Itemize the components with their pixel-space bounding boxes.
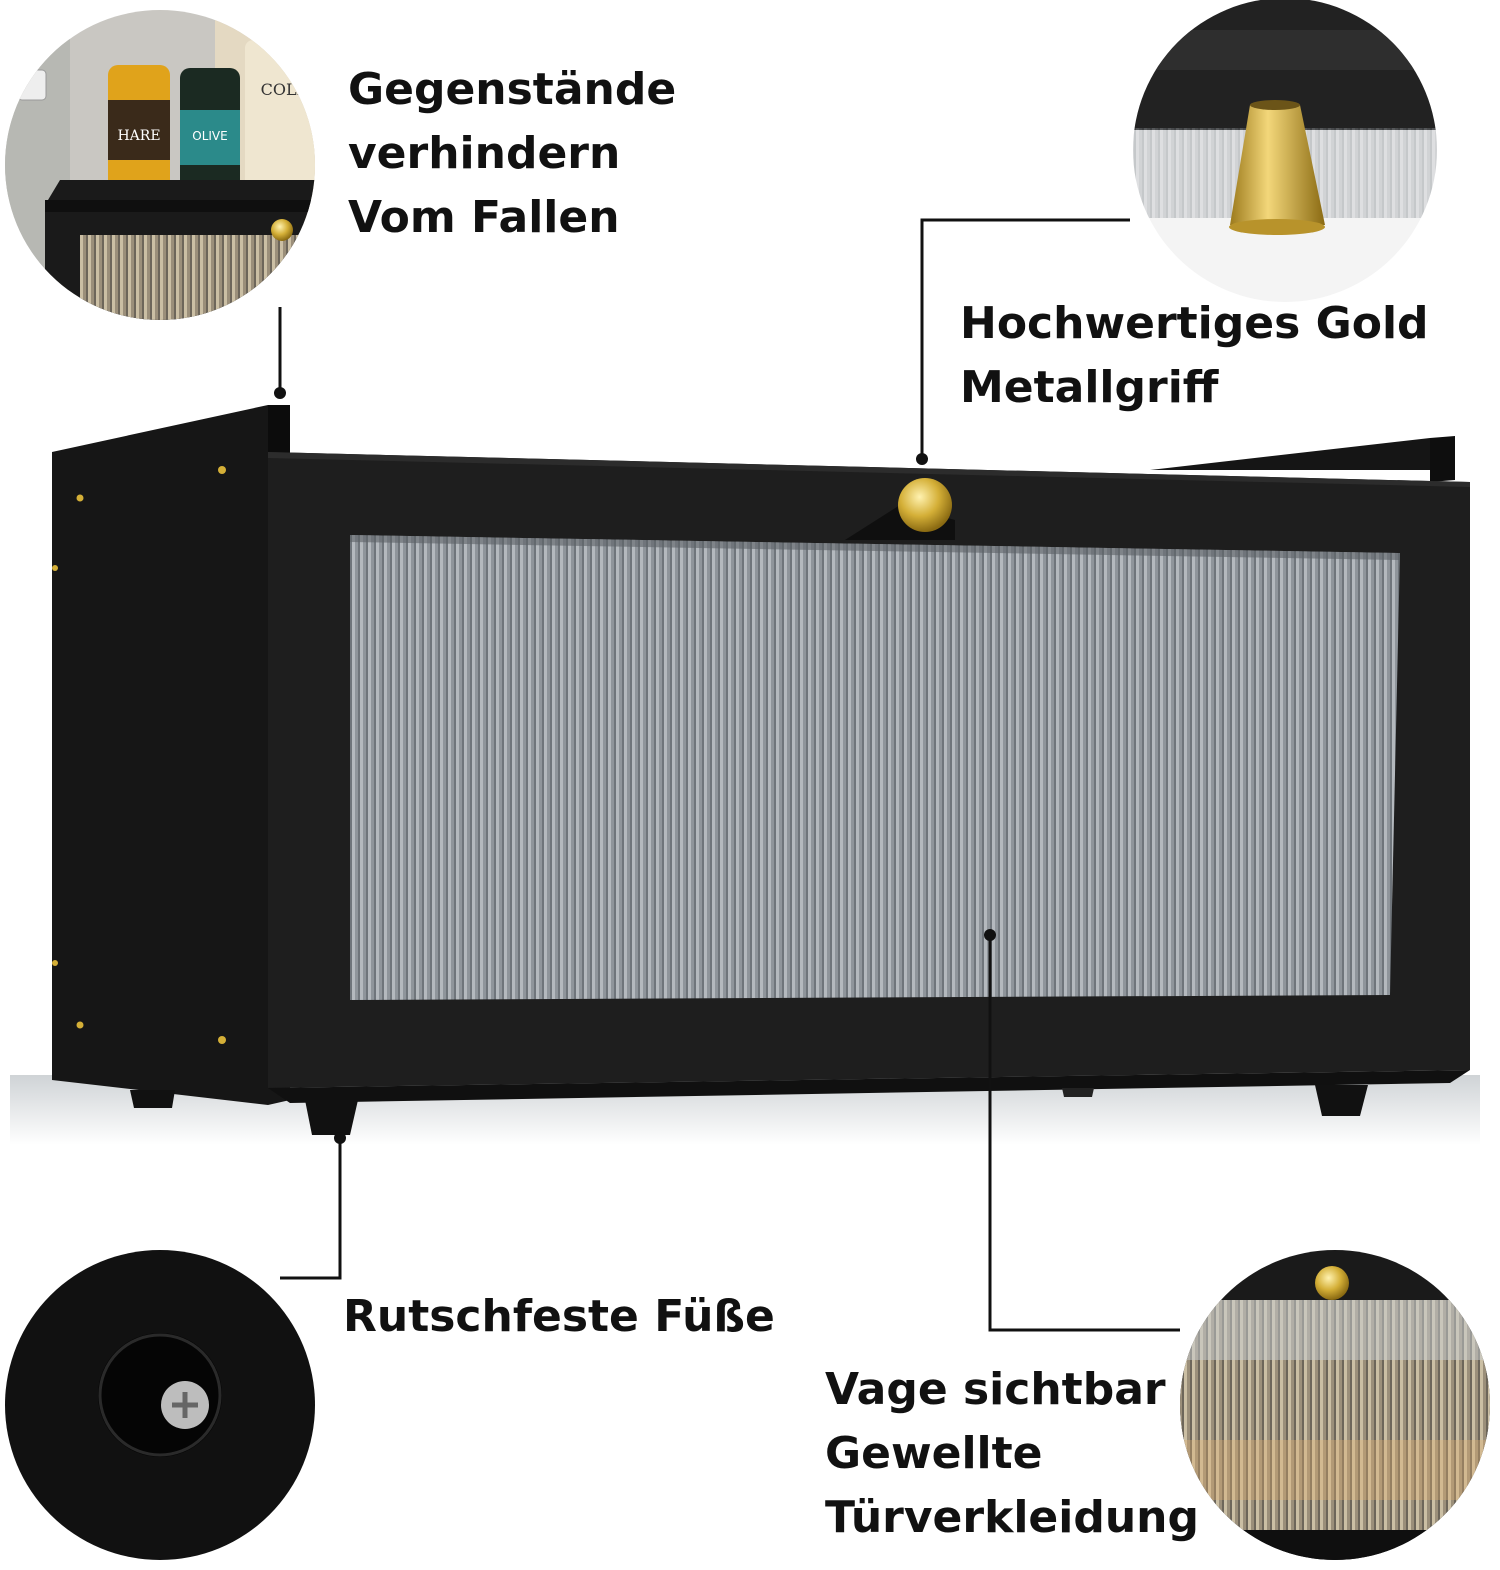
callout-top-right-line1: Hochwertiges Gold xyxy=(960,298,1429,349)
callout-top-left: Gegenstände verhindern Vom Fallen xyxy=(348,58,676,250)
callout-top-left-line1: Gegenstände xyxy=(348,64,677,115)
gold-knob xyxy=(898,478,952,532)
detail-circle-fluted-glass xyxy=(1180,1250,1490,1560)
detail-circle-gold-handle xyxy=(1133,0,1437,302)
cabinet xyxy=(52,405,1470,1135)
callout-bottom-right-line1: Vage sichtbar xyxy=(825,1364,1166,1415)
jar-label-1: HARE xyxy=(117,128,160,144)
cabinet-side-panel xyxy=(52,405,290,1105)
foot-front-left xyxy=(305,1100,358,1135)
foot-front-right xyxy=(1315,1085,1368,1116)
callout-bottom-left-line1: Rutschfeste Füße xyxy=(343,1291,775,1342)
callout-bottom-right-line2: Gewellte xyxy=(825,1428,1043,1479)
callout-bottom-right-line3: Türverkleidung xyxy=(825,1492,1199,1543)
jar-label-2: OLIVE xyxy=(192,129,227,143)
fluted-glass-panel xyxy=(350,535,1400,1000)
callout-top-right-line2: Metallgriff xyxy=(960,362,1219,413)
callout-top-right: Hochwertiges Gold Metallgriff xyxy=(960,292,1429,420)
callout-bottom-left: Rutschfeste Füße xyxy=(343,1285,775,1349)
leader-lines xyxy=(278,218,1180,1332)
jar-label-3: COLD xyxy=(261,80,310,99)
callout-top-left-line2: verhindern xyxy=(348,128,621,179)
foot-back-left xyxy=(130,1090,175,1108)
detail-circle-non-slip-foot xyxy=(5,1250,315,1560)
callout-top-left-line3: Vom Fallen xyxy=(348,192,620,243)
detail-circle-shelf-rim: HARE OLIVE COLD xyxy=(5,10,315,320)
callout-bottom-right: Vage sichtbar Gewellte Türverkleidung xyxy=(825,1358,1199,1550)
